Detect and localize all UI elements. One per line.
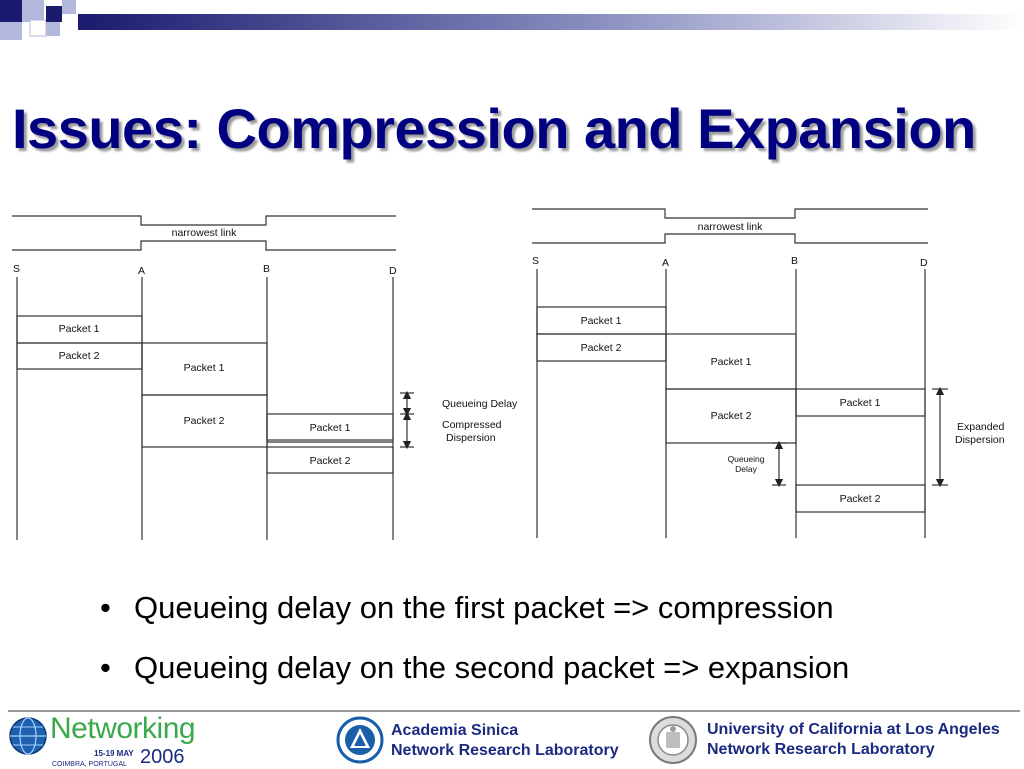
networking-word: Networking xyxy=(50,712,196,745)
slide-title: Issues: Compression and Expansion xyxy=(12,97,976,160)
ucla-seal-icon xyxy=(649,716,697,764)
bullet-dot: • xyxy=(100,590,111,625)
node-label-s: S xyxy=(532,255,539,267)
packet-label: Packet 1 xyxy=(59,323,100,335)
ucla-lab: Network Research Laboratory xyxy=(707,741,935,758)
queueing-delay-label: Queueing Delay xyxy=(442,398,518,410)
header-square xyxy=(0,0,22,22)
header-square xyxy=(62,0,76,14)
link-label: narrowest link xyxy=(698,221,764,233)
node-label-b: B xyxy=(791,255,798,267)
header-square xyxy=(46,22,60,36)
packet-label: Packet 2 xyxy=(711,410,752,422)
node-label-a: A xyxy=(138,265,145,277)
packet-label: Packet 1 xyxy=(184,362,225,374)
conference-year: 2006 xyxy=(140,746,185,768)
packet-label: Packet 2 xyxy=(581,342,622,354)
footer-divider xyxy=(8,710,1020,712)
bullet-list: • Queueing delay on the first packet => c… xyxy=(100,582,849,702)
packet-label: Packet 1 xyxy=(711,356,752,368)
header-square xyxy=(0,22,22,40)
dispersion-label: Dispersion xyxy=(446,432,496,444)
networking-2006-logo: Networking 15-19 MAY 2006 COIMBRA, PORTU… xyxy=(8,712,218,768)
bullet-text: Queueing delay on the first packet => co… xyxy=(134,590,834,625)
dispersion-label: Compressed xyxy=(442,419,502,431)
sinica-name: Academia Sinica xyxy=(391,722,519,739)
link-top-outline xyxy=(532,208,928,219)
packet-timing-diagrams: narrowest link Packet 1 Packet 2 Packet … xyxy=(12,208,1005,540)
bullet-dot: • xyxy=(100,650,111,685)
packet-label: Packet 2 xyxy=(59,350,100,362)
node-label-b: B xyxy=(263,263,270,275)
link-top-outline xyxy=(12,215,396,226)
packet-label: Packet 2 xyxy=(310,455,351,467)
dispersion-label: Dispersion xyxy=(955,434,1005,446)
footer-bar: Networking 15-19 MAY 2006 COIMBRA, PORTU… xyxy=(0,706,1024,768)
link-bottom-outline xyxy=(532,233,928,244)
node-label-d: D xyxy=(389,265,397,277)
packet-label: Packet 2 xyxy=(184,415,225,427)
packet-label: Packet 1 xyxy=(840,397,881,409)
globe-icon xyxy=(9,717,47,755)
conference-location: COIMBRA, PORTUGAL xyxy=(52,761,127,768)
bullet-text: Queueing delay on the second packet => e… xyxy=(134,650,850,685)
compression-diagram xyxy=(12,215,414,540)
academia-sinica-seal-icon xyxy=(336,716,384,764)
header-band xyxy=(0,0,1024,40)
sinica-lab: Network Research Laboratory xyxy=(391,742,619,759)
queueing-delay-label: Queueing xyxy=(728,454,765,464)
ucla-name: University of California at Los Angeles xyxy=(707,721,1000,738)
node-label-a: A xyxy=(662,257,669,269)
node-label-d: D xyxy=(920,257,928,269)
header-gradient-bar xyxy=(78,14,1024,30)
packet-box xyxy=(266,413,394,441)
bullet-item: • Queueing delay on the second packet => … xyxy=(100,642,849,702)
packet-box xyxy=(795,388,926,417)
packet-label: Packet 1 xyxy=(581,315,622,327)
link-bottom-outline xyxy=(12,240,396,251)
packet-label: Packet 2 xyxy=(840,493,881,505)
packet-box xyxy=(795,484,926,513)
packet-box xyxy=(266,446,394,474)
conference-dates: 15-19 MAY xyxy=(94,749,134,758)
dispersion-label: Expanded xyxy=(957,421,1004,433)
expansion-diagram xyxy=(532,208,948,538)
packet-label: Packet 1 xyxy=(310,422,351,434)
header-square xyxy=(22,0,44,22)
queueing-delay-label: Delay xyxy=(735,464,757,474)
bullet-item: • Queueing delay on the first packet => c… xyxy=(100,582,849,642)
header-square xyxy=(29,19,47,37)
header-square xyxy=(46,6,62,22)
link-label: narrowest link xyxy=(172,227,238,239)
node-label-s: S xyxy=(13,263,20,275)
